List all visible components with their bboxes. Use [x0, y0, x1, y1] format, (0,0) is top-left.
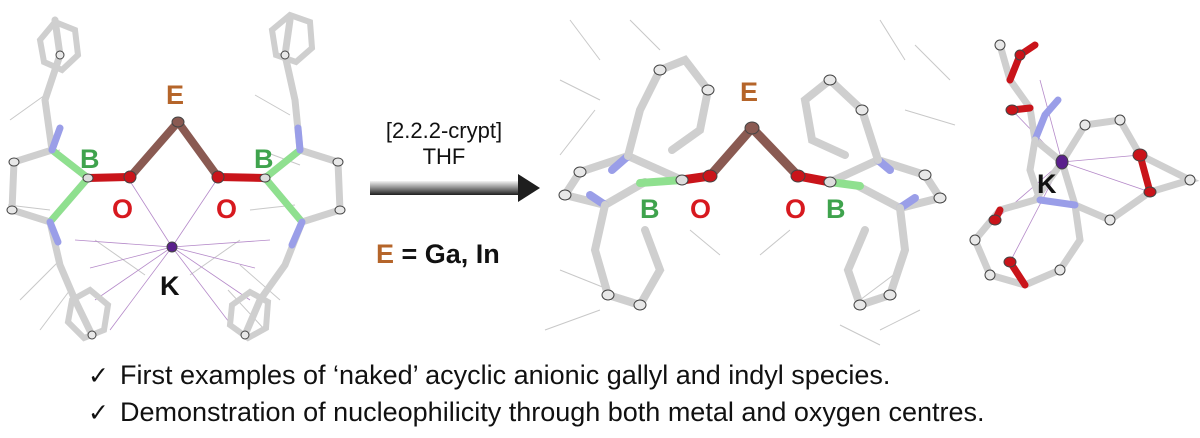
mid-o1-label: O	[690, 194, 711, 224]
left-structure: E B B O O K	[6, 11, 346, 342]
middle-structure: E B O O B	[544, 19, 956, 346]
bullet-text: Demonstration of nucleophilicity through…	[120, 397, 985, 427]
e-symbol: E	[376, 239, 394, 269]
left-b1-label: B	[80, 144, 100, 174]
cryptand-structure: K	[969, 39, 1200, 289]
checkmark-icon: ✓	[88, 361, 109, 390]
left-b2-label: B	[254, 144, 274, 174]
bullet-text: First examples of ‘naked’ acyclic anioni…	[120, 360, 891, 390]
reagent-label: [2.2.2-crypt]	[386, 118, 502, 143]
checkmark-icon: ✓	[88, 398, 109, 427]
left-o2-label: O	[216, 194, 237, 224]
reaction-arrow	[370, 174, 540, 202]
bullet-item: ✓ Demonstration of nucleophilicity throu…	[88, 394, 1188, 431]
summary-bullets: ✓ First examples of ‘naked’ acyclic anio…	[88, 357, 1188, 431]
e-definition: E = Ga, In	[376, 239, 500, 269]
left-bonds	[8, 11, 344, 342]
left-k-contacts	[74, 177, 271, 331]
mid-e-label: E	[740, 77, 758, 107]
left-k-label: K	[160, 271, 180, 301]
middle-atoms	[558, 64, 947, 311]
bullet-item: ✓ First examples of ‘naked’ acyclic anio…	[88, 357, 1188, 394]
middle-bonds	[558, 55, 947, 311]
e-values: = Ga, In	[394, 239, 500, 269]
right-k-label: K	[1037, 169, 1057, 199]
mid-b2-label: B	[826, 194, 846, 224]
middle-wireframe	[544, 19, 956, 346]
mid-b1-label: B	[640, 194, 660, 224]
left-atoms	[6, 50, 346, 340]
solvent-label: THF	[423, 144, 466, 169]
mid-o2-label: O	[785, 194, 806, 224]
cryptand-atoms	[969, 39, 1196, 281]
reaction-conditions: [2.2.2-crypt] THF E = Ga, In	[370, 118, 540, 269]
left-o1-label: O	[112, 194, 133, 224]
left-e-label: E	[166, 80, 184, 110]
cryptand-bonds	[970, 41, 1200, 289]
